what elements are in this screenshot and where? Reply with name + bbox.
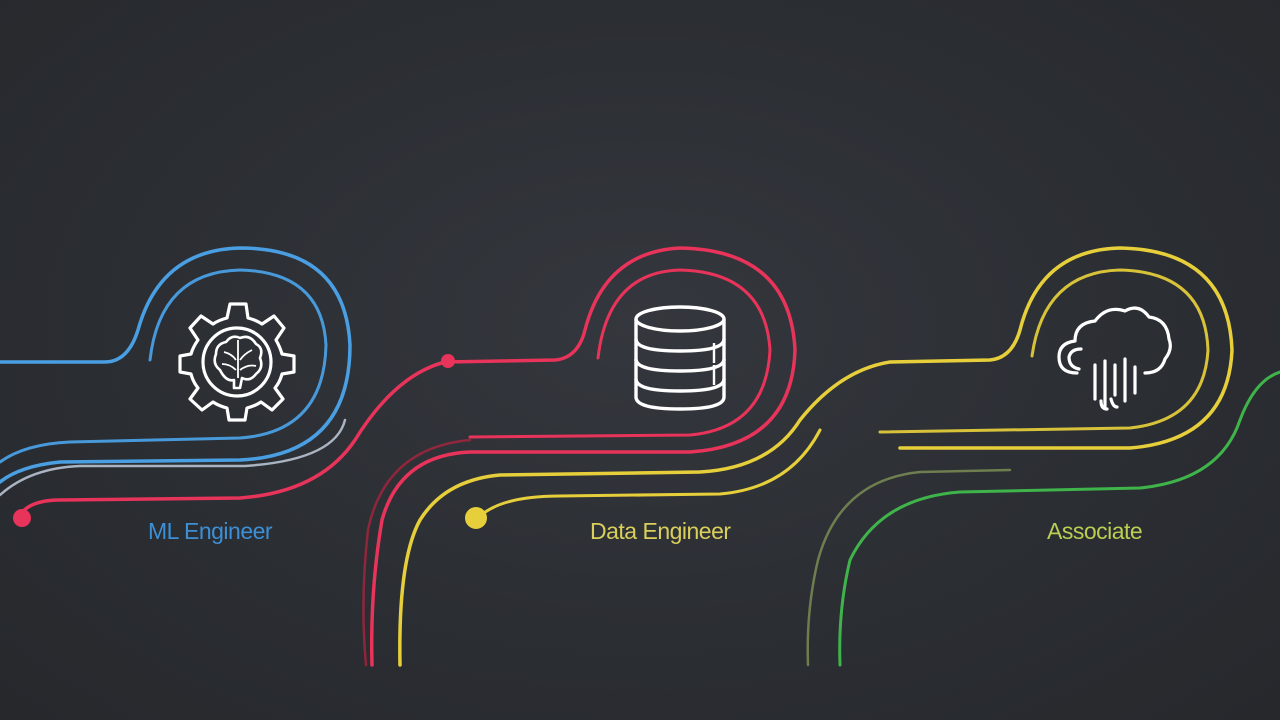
green-path-main: [838, 370, 1280, 667]
blue-path-inner: [0, 268, 328, 464]
yellow-dot: [465, 507, 487, 529]
associate-label: Associate: [1047, 518, 1143, 544]
white-path: [0, 418, 347, 497]
red-dot-start: [13, 509, 31, 527]
cloud-rain-icon: [1055, 303, 1175, 417]
blue-path-outer: [0, 246, 352, 484]
yellow-path-branch: [476, 428, 822, 520]
yellow-path-inner: [878, 268, 1210, 434]
ml-engineer-label: ML Engineer: [148, 518, 273, 544]
database-icon: [630, 303, 730, 415]
green-path-faded: [806, 468, 1012, 667]
yellow-path-main: [398, 246, 1234, 667]
red-path-main: [18, 246, 797, 667]
data-engineer-label: Data Engineer: [590, 518, 731, 544]
red-path-inner: [468, 268, 772, 439]
gear-brain-icon: [176, 298, 300, 422]
red-path-trail: [362, 438, 472, 667]
red-dot-mid: [441, 354, 455, 368]
